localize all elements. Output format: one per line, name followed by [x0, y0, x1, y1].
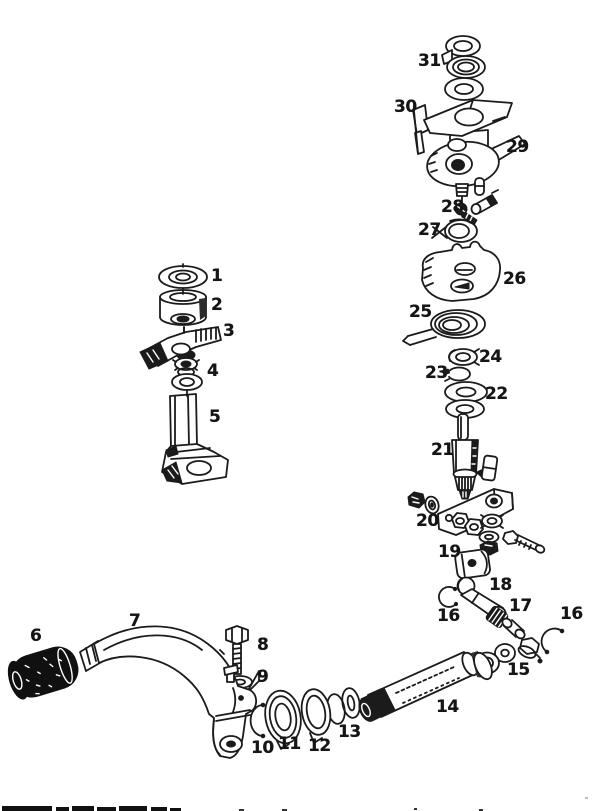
part-4-washer-stack-art: [171, 349, 203, 397]
part-label-30-bracket-plate: 30: [394, 97, 417, 117]
part-12-washer-art: [300, 688, 332, 744]
part-1-washer-art: [158, 263, 208, 289]
part-label-7-kick-lever: 7: [129, 611, 141, 631]
part-16-circlip-left-art: [438, 586, 459, 608]
part-22-washers-art: [444, 381, 488, 419]
part-10-circlip-art: [249, 702, 266, 739]
part-label-13-seal-rings: 13: [338, 722, 361, 742]
part-label-15-nut: 15: [507, 660, 530, 680]
part-label-29-governor-plate: 29: [506, 137, 529, 157]
part-25-torsion-spring-art: [402, 309, 486, 346]
part-label-20-selector-arm: 20: [416, 511, 439, 531]
part-23-circlip-art: [441, 366, 471, 382]
part-11-bearing-ring-art: [264, 689, 302, 750]
part-label-28-screw: 28: [441, 197, 464, 217]
part-label-26-cam-plate: 26: [503, 269, 526, 289]
part-label-17-grooved-nut: 17: [509, 596, 532, 616]
part-label-10-circlip: 10: [251, 738, 274, 758]
part-3-lever-bracket-art: [139, 326, 222, 370]
part-24-cup-washer-art: [448, 348, 480, 366]
page-edge-fragments: [2, 797, 588, 811]
part-label-27-spring-coil: 27: [418, 220, 441, 240]
part-2-rubber-bushing-art: [159, 287, 207, 333]
part-label-18-link-rod: 18: [489, 575, 512, 595]
part-27-spring-coil-art: [431, 218, 478, 243]
part-14-gear-shaft-art: [358, 651, 493, 722]
part-8-bolt-art: [219, 625, 249, 675]
part-21-shaft-art: [451, 413, 499, 500]
part-5-bracket-art: [161, 393, 229, 485]
part-20-selector-arm-art: [407, 488, 546, 556]
part-label-8-bolt: 8: [257, 635, 269, 655]
part-label-4-washer-stack: 4: [207, 361, 219, 381]
part-19-bushing-block-art: [454, 548, 491, 580]
part-label-1-washer: 1: [211, 266, 223, 286]
part-label-9-washers: 9: [257, 667, 269, 687]
part-label-11-bearing-ring: 11: [278, 734, 301, 754]
part-26-cam-plate-art: [421, 240, 501, 302]
part-29-governor-plate-art: [426, 135, 526, 217]
part-label-19-bushing-block: 19: [438, 542, 461, 562]
part-label-25-torsion-spring: 25: [409, 302, 432, 322]
part-label-23-circlip: 23: [425, 363, 448, 383]
part-16-circlip-right-art: [537, 627, 565, 664]
part-6-rubber-grip-art: [7, 646, 79, 700]
part-label-14-gear-shaft: 14: [436, 697, 459, 717]
part-label-6-rubber-grip: 6: [30, 626, 42, 646]
part-label-3-lever-bracket: 3: [223, 321, 235, 341]
part-label-2-rubber-bushing: 2: [211, 295, 223, 315]
part-label-22-washers: 22: [485, 384, 508, 404]
part-label-16-circlip-left: 16: [437, 606, 460, 626]
part-label-21-shaft: 21: [431, 440, 454, 460]
part-label-12-washer: 12: [308, 736, 331, 756]
part-label-5-bracket: 5: [209, 407, 221, 427]
part-label-16-circlip-right: 16: [560, 604, 583, 624]
part-7-kick-lever-art: [79, 625, 257, 759]
part-label-24-cup-washer: 24: [479, 347, 502, 367]
part-label-31-washer-stack: 31: [418, 51, 441, 71]
part-31-washer-stack-art: [441, 35, 486, 101]
